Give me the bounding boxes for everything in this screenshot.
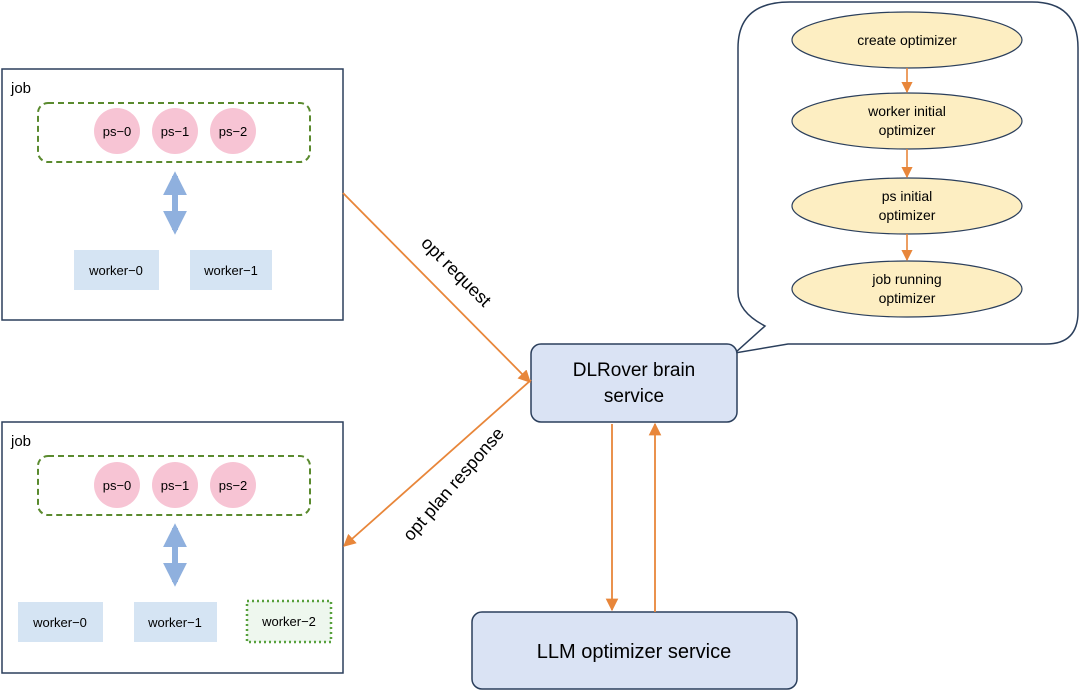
step-worker-initial-line2: optimizer: [879, 122, 936, 138]
ps-group-top: [37, 102, 311, 163]
ps-node-bottom-1: [152, 462, 198, 508]
opt-response-arrow: [343, 379, 532, 547]
llm-service-box: [471, 611, 798, 690]
job-bottom: job ps−0 ps−1 ps−2 worker−0 worker−1 wor…: [1, 421, 344, 674]
worker-box-bottom-1: [134, 602, 217, 642]
worker-box-top-1: [190, 250, 272, 290]
worker-label-top-1: worker−1: [203, 263, 258, 278]
step-job-running-line2: optimizer: [879, 290, 936, 306]
llm-service-label: LLM optimizer service: [537, 641, 732, 663]
ps-label-top-1: ps−1: [161, 124, 190, 139]
step-job-running: [791, 260, 1023, 318]
worker-box-bottom-new: [245, 599, 333, 644]
ps-label-top-0: ps−0: [103, 124, 132, 139]
job-top-label: job: [10, 80, 31, 97]
ps-label-top-2: ps−2: [219, 124, 248, 139]
worker-label-bottom-new: worker−2: [261, 614, 316, 629]
step-ps-initial-line1: ps initial: [882, 188, 933, 204]
ps-label-bottom-0: ps−0: [103, 478, 132, 493]
step-worker-initial-line1: worker initial: [867, 103, 946, 119]
step-ps-initial-line2: optimizer: [879, 207, 936, 223]
opt-request-label: opt request: [417, 233, 495, 311]
ps-label-bottom-2: ps−2: [219, 478, 248, 493]
brain-service-line1: DLRover brain: [573, 360, 696, 381]
optimizer-callout: create optimizer worker initial optimize…: [732, 1, 1079, 355]
ps-node-top-2: [210, 108, 256, 154]
opt-request-arrow: [342, 192, 531, 383]
ps-label-bottom-1: ps−1: [161, 478, 190, 493]
worker-box-bottom-0: [18, 602, 103, 642]
step-worker-initial: [791, 92, 1023, 150]
worker-label-bottom-1: worker−1: [147, 615, 202, 630]
llm-service: LLM optimizer service: [471, 611, 798, 690]
brain-service-line2: service: [604, 386, 664, 407]
worker-label-top-0: worker−0: [88, 263, 143, 278]
step-create-optimizer-label: create optimizer: [857, 32, 957, 48]
ps-node-bottom-2: [210, 462, 256, 508]
opt-response-label: opt plan response: [399, 424, 508, 545]
ps-node-top-0: [94, 108, 140, 154]
ps-node-top-1: [152, 108, 198, 154]
job-bottom-label: job: [10, 433, 31, 450]
worker-box-top-0: [74, 250, 159, 290]
worker-label-bottom-0: worker−0: [32, 615, 87, 630]
step-ps-initial: [791, 177, 1023, 235]
brain-service-box: [530, 343, 738, 423]
brain-service: DLRover brain service: [530, 343, 738, 423]
ps-group-bottom: [37, 455, 311, 516]
step-job-running-line1: job running: [871, 271, 941, 287]
job-top: job ps−0 ps−1 ps−2 worker−0 worker−1: [1, 68, 344, 321]
ps-node-bottom-0: [94, 462, 140, 508]
